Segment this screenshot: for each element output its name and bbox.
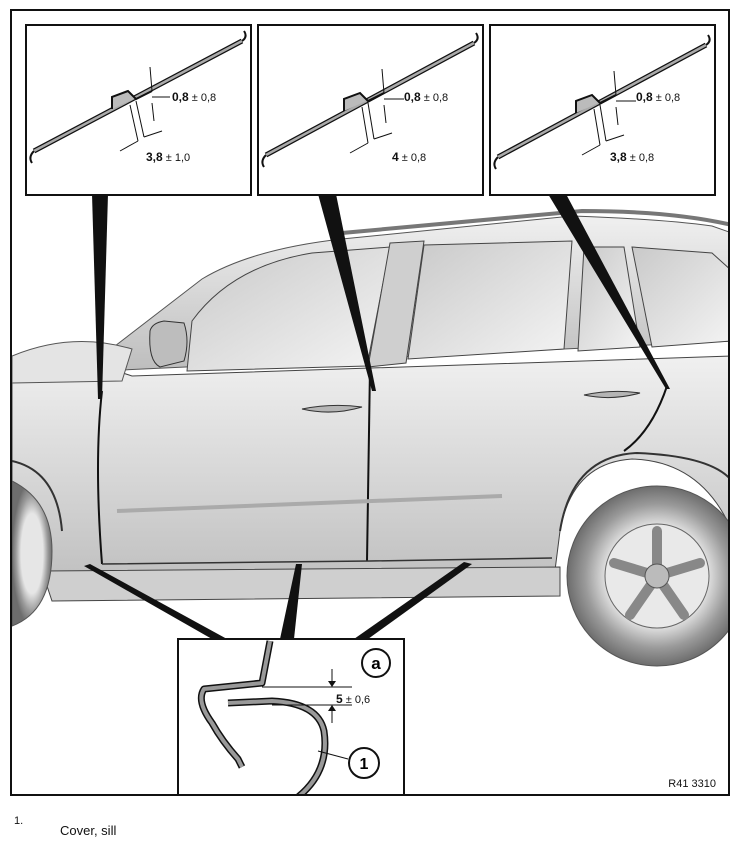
legend-item-text: Cover, sill <box>60 823 117 838</box>
detail-panel-3: 0,8 ± 0,8 3,8 ± 0,8 <box>489 24 716 196</box>
sill-dimension-label: 5 ± 0,6 <box>336 692 370 706</box>
side-mirror <box>149 320 188 368</box>
detail-1-gap-label: 0,8 ± 0,8 <box>172 90 216 104</box>
roof-rail <box>341 208 728 235</box>
part-1-number: 1 <box>360 756 369 773</box>
rear-wheel-arch <box>559 451 728 532</box>
detail-2-width-label: 4 ± 0,8 <box>392 150 426 164</box>
front-wheel <box>12 480 53 627</box>
rear-door-handle <box>583 390 641 399</box>
part-1-circle <box>348 747 380 779</box>
front-wheel-arch <box>12 460 63 532</box>
detail-3-width-label: 3,8 ± 0,8 <box>610 150 654 164</box>
quarter-window <box>577 246 641 352</box>
wheel-hub <box>644 563 670 589</box>
car-hood <box>12 340 133 384</box>
detail-letter: a <box>371 654 381 673</box>
door-bottom-line <box>101 557 553 565</box>
rear-window <box>631 246 728 348</box>
detail-panel-2: 0,8 ± 0,8 4 ± 0,8 <box>257 24 484 196</box>
callout-leaders <box>84 194 670 639</box>
front-window <box>186 246 391 372</box>
front-door-seam <box>97 390 103 565</box>
detail-1-width-label: 3,8 ± 1,0 <box>146 150 190 164</box>
b-pillar <box>367 240 425 368</box>
detail-panel-sill: 5 ± 0,6 a 1 <box>177 638 405 794</box>
diagram-frame: 0,8 ± 0,8 3,8 ± 1,0 0,8 ± 0,8 4 ± 0,8 <box>10 9 730 796</box>
front-door-handle <box>301 404 363 413</box>
detail-2-gap-label: 0,8 ± 0,8 <box>404 90 448 104</box>
detail-panel-1: 0,8 ± 0,8 3,8 ± 1,0 <box>25 24 252 196</box>
reference-code: R41 3310 <box>668 778 716 790</box>
car-side-view <box>12 208 728 667</box>
side-moulding <box>116 494 503 513</box>
rear-door-seam <box>623 385 668 452</box>
detail-letter-circle <box>361 648 391 678</box>
center-door-seam <box>366 366 371 562</box>
rear-door-window <box>407 240 573 360</box>
legend-item-number: 1. <box>14 815 24 827</box>
detail-3-gap-label: 0,8 ± 0,8 <box>636 90 680 104</box>
illustration: 0,8 ± 0,8 3,8 ± 1,0 0,8 ± 0,8 4 ± 0,8 <box>12 24 728 794</box>
